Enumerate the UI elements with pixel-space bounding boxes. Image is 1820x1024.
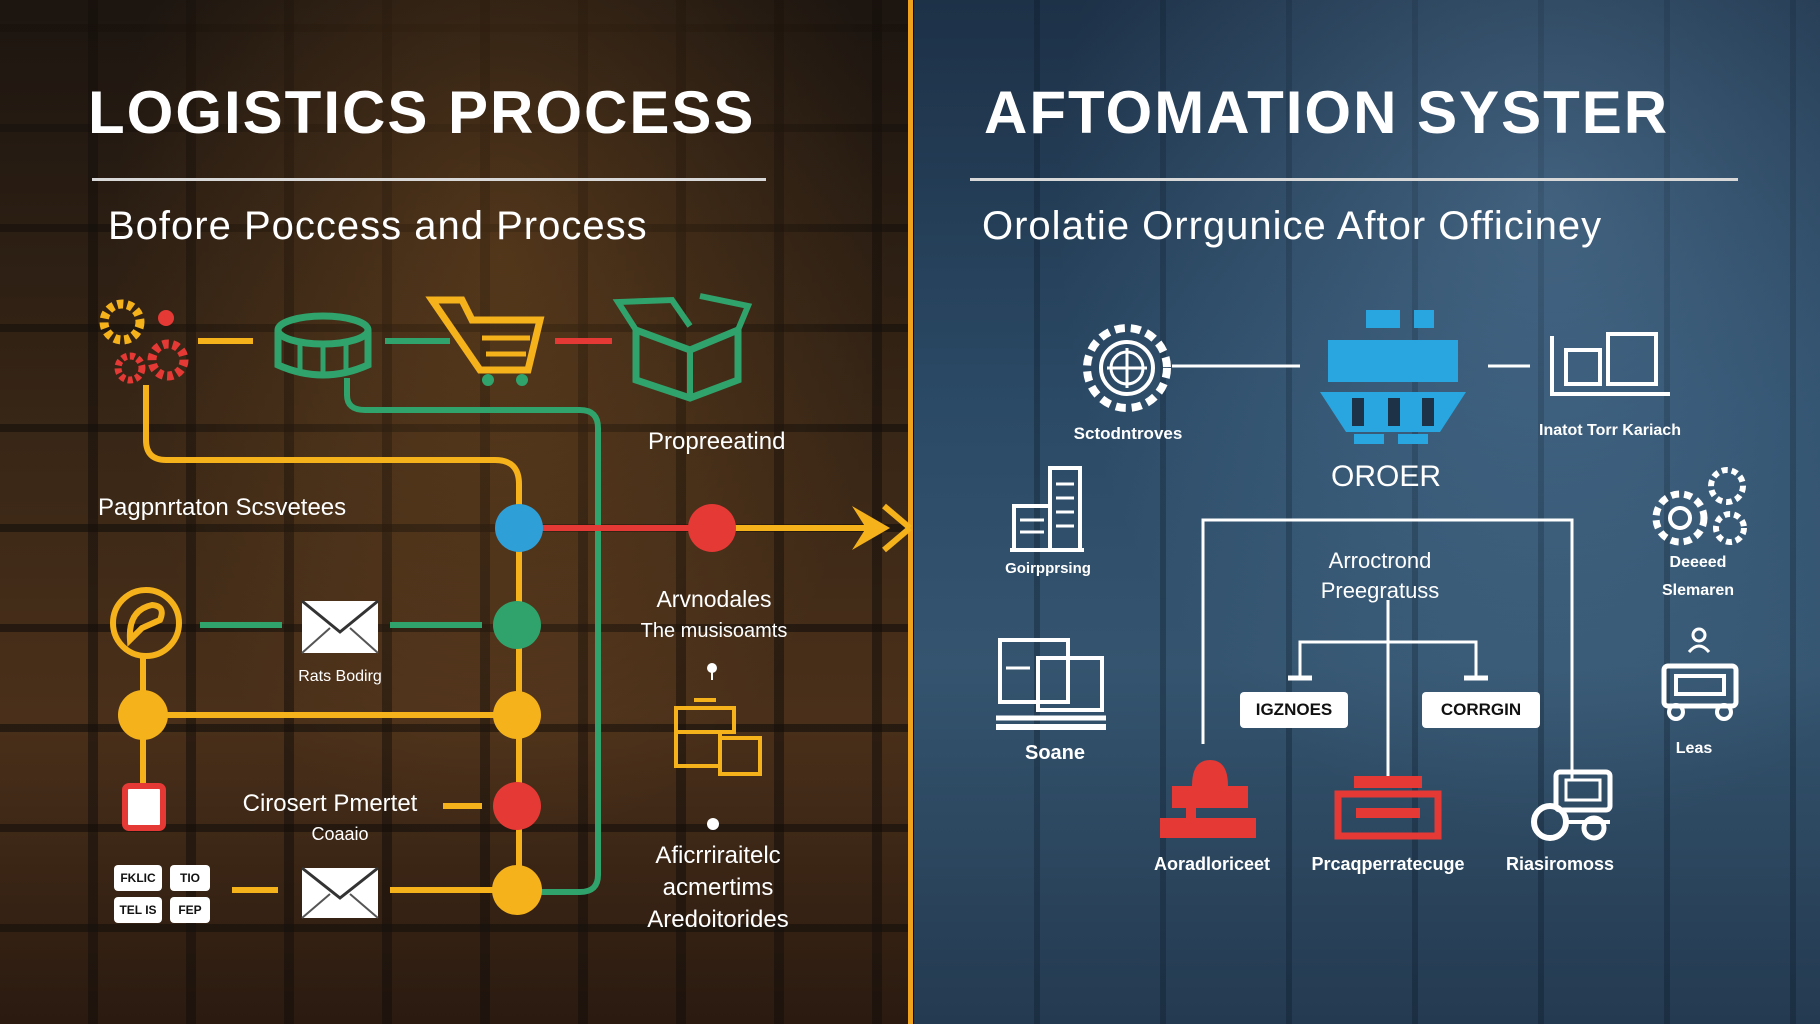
arrow-head — [852, 506, 890, 550]
label-oroer: OROER — [1330, 460, 1441, 493]
tree-branch-connector — [1298, 640, 1478, 678]
open-box-icon — [612, 293, 753, 402]
label-arvnodales: Arvnodales — [656, 586, 772, 612]
vehicle-icon — [1661, 663, 1739, 721]
label-coaaio: Coaaio — [311, 824, 369, 844]
tractor-icon — [1531, 769, 1613, 841]
barrel-icon — [274, 312, 372, 379]
label-inatot: Inatot Torr Kariach — [1539, 422, 1681, 439]
label-slemaren: Slemaren — [1661, 582, 1735, 599]
label-rats-bodirg: Rats Bodirg — [298, 668, 382, 685]
label-acmertims: acmertims — [662, 874, 774, 901]
envelope-icon — [301, 866, 379, 919]
tag-igznoes: IGZNOES — [1240, 692, 1348, 728]
node-yellow-bottom — [492, 865, 542, 915]
right-title: AFTOMATION SYSTER — [984, 79, 1670, 146]
label-aoradloriceet: Aoradloriceet — [1153, 854, 1271, 874]
label-soane: Soane — [1024, 742, 1086, 764]
pin-dot — [707, 663, 717, 673]
tag-corrgin: CORRGIN — [1422, 692, 1540, 728]
label-the-musisoamts: The musisoamts — [640, 620, 788, 642]
label-arroctrond: Arroctrond — [1328, 548, 1432, 573]
label-leas: Leas — [1675, 740, 1713, 757]
tag-fep: FEP — [170, 897, 210, 923]
left-subtitle: Bofore Poccess and Process — [108, 204, 648, 248]
label-preegratuss: Preegratuss — [1320, 578, 1440, 603]
gears-cluster-icon — [1652, 467, 1747, 546]
label-aficrriraitelc: Aficrriraitelc — [655, 842, 781, 869]
left-panel — [0, 0, 910, 1024]
gear-globe-icon — [1083, 324, 1171, 412]
label-cirosert: Cirosert Pmertet — [242, 790, 418, 817]
node-green — [493, 601, 541, 649]
yellow-flow-line — [143, 385, 522, 892]
machine-icon — [1320, 310, 1466, 444]
arrow-tail-a — [882, 503, 912, 531]
left-title: LOGISTICS PROCESS — [88, 79, 756, 146]
node-red-top — [688, 504, 736, 552]
building-icon — [1010, 466, 1084, 552]
label-aredoitorides: Aredoitorides — [647, 906, 789, 933]
tray-icon — [1334, 776, 1442, 840]
green-flow-line — [344, 378, 601, 895]
computer-icon — [996, 638, 1106, 730]
node-yellow-mid — [493, 691, 541, 739]
label-deeeed: Deeeed — [1669, 554, 1727, 571]
stop-square — [122, 783, 166, 831]
right-title-rule — [970, 178, 1738, 181]
label-propreeatind: Propreeatind — [648, 428, 786, 455]
node-red-bottom — [493, 782, 541, 830]
pin-dot — [707, 818, 719, 830]
node-blue — [495, 504, 543, 552]
stamp-icon — [1160, 760, 1256, 838]
right-subtitle: Orolatie Orrgunice Aftor Officiney — [982, 204, 1603, 248]
label-riasiromoss: Riasiromoss — [1505, 854, 1615, 874]
label-pagpnrtaton: Pagpnrtaton Scsvetees — [98, 494, 347, 521]
arrow-tail-b — [882, 525, 912, 553]
dial-icon — [110, 587, 182, 659]
label-prcaqperratecuge: Prcaqperratecuge — [1311, 854, 1465, 874]
tag-tio: TIO — [170, 865, 210, 891]
tag-fklic: FKLIC — [114, 865, 162, 891]
user-icon — [1687, 627, 1711, 654]
label-sctodntroves: Sctodntroves — [1073, 424, 1183, 443]
gears-icon — [99, 299, 189, 384]
package-stack-icon — [674, 698, 762, 776]
tree-outer-connector — [1201, 518, 1574, 780]
label-goirpprsing: Goirpprsing — [1005, 560, 1091, 577]
envelope-icon — [301, 599, 379, 654]
tag-tel-is: TEL IS — [114, 897, 162, 923]
cart-icon — [425, 296, 545, 386]
left-title-rule — [92, 178, 766, 181]
center-divider — [908, 0, 913, 1024]
windows-icon — [1550, 332, 1670, 396]
node-yellow-left — [118, 690, 168, 740]
